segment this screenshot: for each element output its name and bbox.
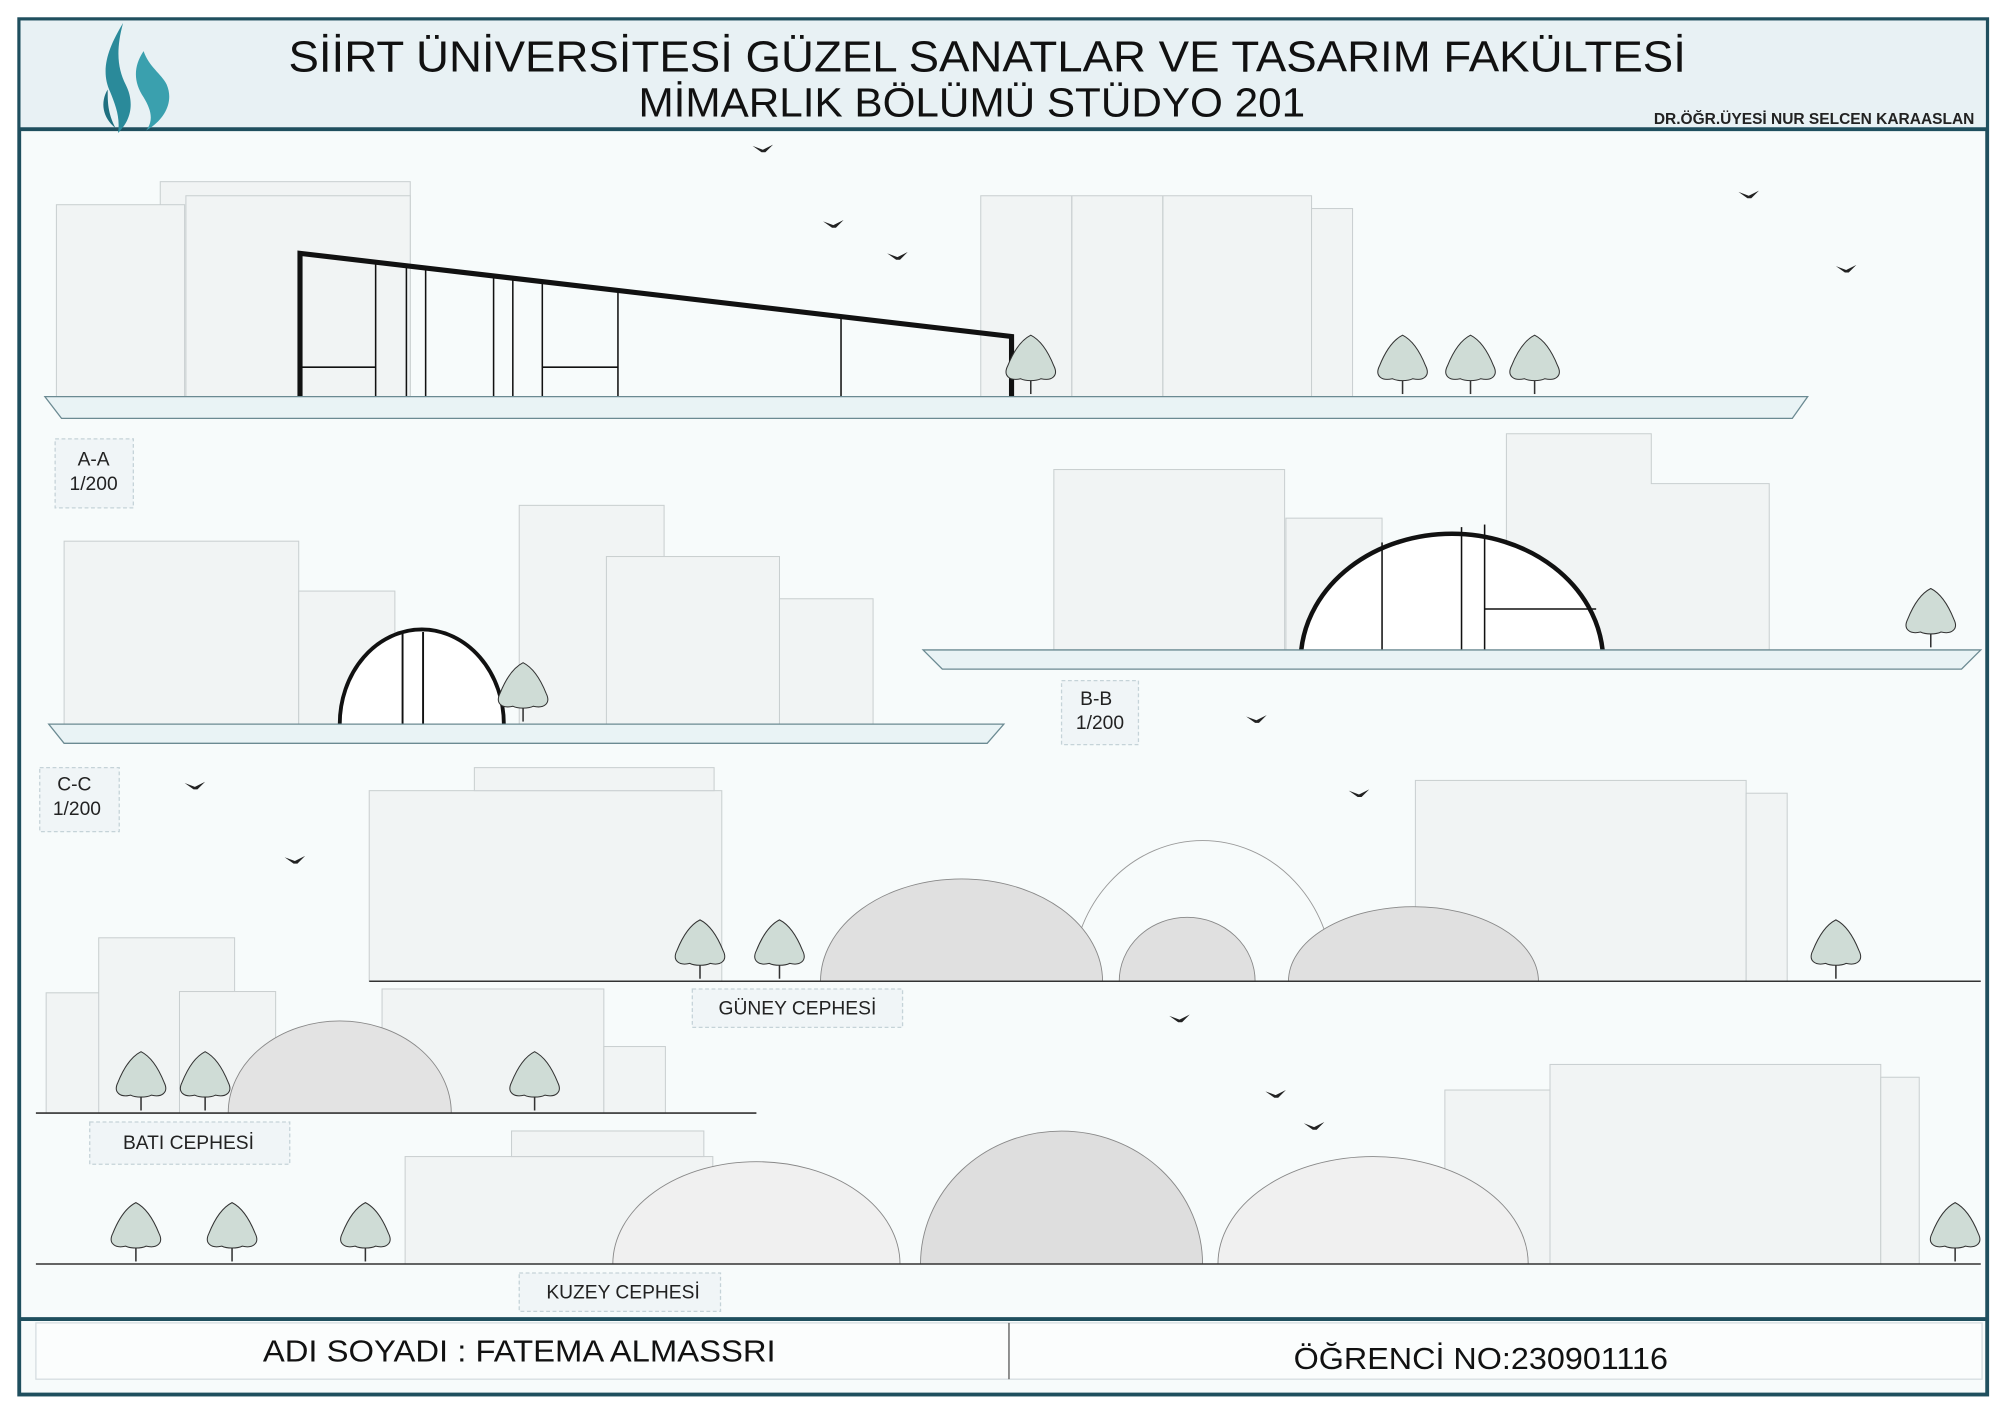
section-bb-scale: 1/200: [1076, 713, 1124, 734]
header: SİİRT ÜNİVERSİTESİ GÜZEL SANATLAR VE TAS…: [19, 20, 1988, 134]
student-name: ADI SOYADI : FATEMA ALMASSRI: [263, 1333, 776, 1368]
section-aa-title: A-A: [78, 450, 110, 471]
footer: ADI SOYADI : FATEMA ALMASSRI ÖĞRENCİ NO:…: [19, 1317, 1988, 1380]
sheet-subtitle: MİMARLIK BÖLÜMÜ STÜDYO 201: [638, 79, 1305, 125]
sheet-title: SİİRT ÜNİVERSİTESİ GÜZEL SANATLAR VE TAS…: [288, 33, 1685, 82]
north-elevation-drawing: KUZEY CEPHESİ: [35, 1063, 1981, 1313]
flame-logo-icon: [103, 23, 170, 134]
section-cc-scale: 1/200: [53, 799, 101, 820]
north-elevation-title: KUZEY CEPHESİ: [546, 1283, 699, 1304]
section-cc-title: C-C: [57, 775, 91, 796]
section-bb-title: B-B: [1080, 689, 1112, 710]
south-elevation-title: GÜNEY CEPHESİ: [719, 999, 877, 1020]
west-elevation-drawing: BATI CEPHESİ: [35, 937, 757, 1165]
section-aa-drawing: A-A 1/200: [43, 181, 1809, 509]
section-bb-drawing: B-B 1/200: [921, 433, 1983, 746]
instructor-name: DR.ÖĞR.ÜYESİ NUR SELCEN KARAASLAN: [1654, 110, 1975, 128]
south-elevation-drawing: GÜNEY CEPHESİ: [368, 767, 1981, 1028]
student-number: ÖĞRENCİ NO:230901116: [1294, 1341, 1668, 1376]
section-aa-scale: 1/200: [70, 474, 118, 495]
west-elevation-title: BATI CEPHESİ: [123, 1133, 254, 1154]
section-cc-drawing: C-C 1/200: [39, 504, 1006, 833]
